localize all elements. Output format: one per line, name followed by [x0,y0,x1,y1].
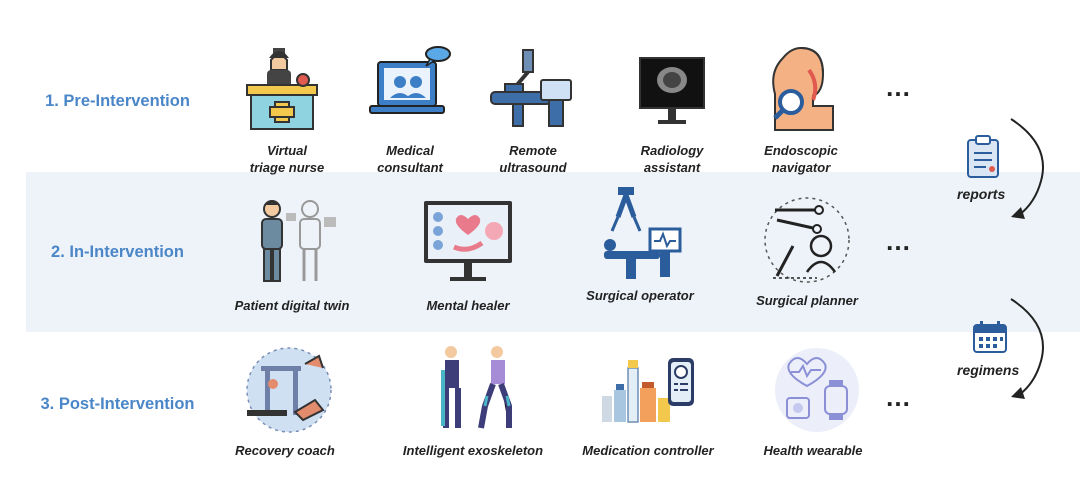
role-remote-ultrasound: Remote ultrasound [453,40,613,176]
role-recovery-coach: Recovery coach [205,340,365,459]
surgical-robot-icon [604,187,682,279]
role-label: Remote ultrasound [499,143,567,175]
triage-nurse-icon [246,48,318,130]
role-health-wearable: Health wearable [733,340,893,459]
curved-arrow-reports [1010,118,1044,219]
exoskeleton-icon [441,346,512,429]
clipboard-icon [967,135,999,178]
role-label: Health wearable [763,443,863,458]
role-label: Recovery coach [235,443,335,458]
role-label: Surgical operator [586,288,694,303]
in-intervention-band [26,172,1080,332]
role-surgical-operator: Surgical operator [560,185,720,304]
role-intelligent-exoskeleton: Intelligent exoskeleton [393,340,553,459]
radiology-assistant-icon [639,57,705,124]
role-virtual-triage-nurse: Virtual triage nurse [207,40,367,176]
digital-twin-icon [261,200,336,282]
recovery-coach-icon [246,347,332,433]
role-medication-controller: Medication controller [568,340,728,459]
role-mental-healer: Mental healer [388,195,548,314]
health-wearable-icon [775,348,859,432]
stage-pre-intervention: 1. Pre-Intervention [45,92,190,110]
more-roles-ellipsis: … [885,382,914,412]
calendar-icon [973,321,1007,353]
role-label: Virtual triage nurse [249,143,325,175]
role-label: Intelligent exoskeleton [402,443,544,458]
role-label: Surgical planner [756,293,858,308]
role-medical-consultant: Medical consultant [330,40,490,176]
medication-controller-icon [602,358,694,423]
endoscopic-navigator-icon [772,46,834,131]
flow-label-regimens: regimens [957,362,1020,378]
stage-post-intervention: 3. Post-Intervention [40,395,195,413]
curved-arrow-regimens [1010,298,1044,399]
role-endoscopic-navigator: Endoscopic navigator [721,40,881,176]
role-label: Patient digital twin [234,298,350,313]
role-label: Medical consultant [377,143,443,175]
role-label: Endoscopic navigator [764,143,838,175]
more-roles-ellipsis: … [885,72,914,102]
remote-ultrasound-icon [490,49,572,127]
flow-label-reports: reports [957,186,1006,202]
medical-consultant-icon [369,46,451,114]
more-roles-ellipsis: … [885,226,914,256]
role-label: Mental healer [426,298,510,313]
stage-in-intervention: 2. In-Intervention [51,243,184,261]
role-surgical-planner: Surgical planner [727,190,887,309]
role-radiology-assistant: Radiology assistant [592,40,752,176]
role-label: Medication controller [582,443,714,458]
role-label: Radiology assistant [640,143,704,175]
role-patient-digital-twin: Patient digital twin [212,195,372,314]
surgical-planner-icon [764,197,850,283]
mental-healer-icon [424,201,512,281]
